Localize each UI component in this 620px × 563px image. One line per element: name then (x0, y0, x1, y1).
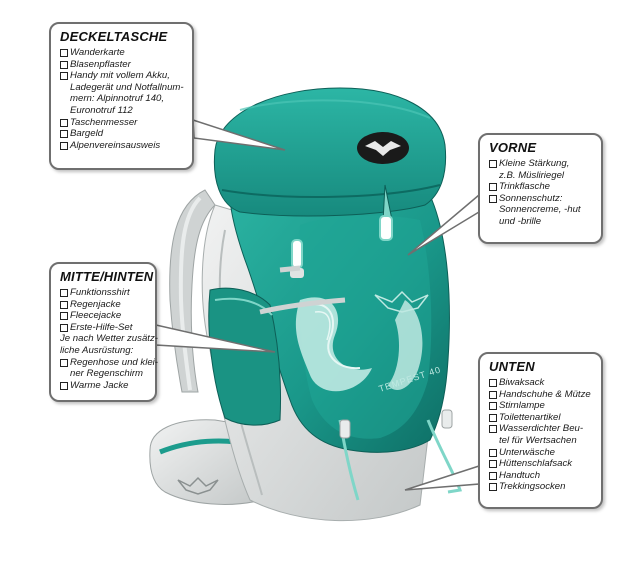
checklist-item-continuation: und -brille (499, 215, 542, 227)
checklist-item: Blasenpflaster (60, 59, 184, 71)
checklist-item: Unterwäsche (489, 447, 593, 459)
callout-title: VORNE (489, 140, 537, 155)
checklist-item: Hüttenschlafsack (489, 458, 593, 470)
callout-title: UNTEN (489, 359, 535, 374)
checklist-item: Toilettenartikel (489, 412, 593, 424)
zipper-pull-icon (379, 184, 393, 241)
checklist-item: Erste-Hilfe-Set (60, 322, 147, 334)
checklist-item: Handschuhe & Mütze (489, 389, 593, 401)
checklist-item: Funktionsshirt (60, 287, 147, 299)
checklist-item: Wasserdichter Beu- (489, 423, 593, 435)
checklist-item: Trekkingsocken (489, 481, 593, 493)
checklist-item-continuation: liche Ausrüstung: (60, 344, 134, 356)
osprey-logo-icon (357, 132, 409, 164)
checklist-item: Stirnlampe (489, 400, 593, 412)
callout-title: DECKELTASCHE (60, 29, 168, 44)
checklist-item: Regenjacke (60, 299, 147, 311)
checklist-item: Fleecejacke (60, 310, 147, 322)
checklist-item-continuation: tel für Wertsachen (499, 434, 577, 446)
checklist-item: Taschenmesser (60, 117, 184, 129)
checklist-item: Regenhose und klei- (60, 357, 158, 369)
checklist-item: Trinkflasche (489, 181, 593, 193)
checklist-item: Handtuch (489, 470, 593, 482)
callout-title: MITTE/HINTEN (60, 269, 154, 284)
checklist-item: Warme Jacke (60, 380, 147, 392)
checklist-item: Bargeld (60, 128, 184, 140)
checklist-item-continuation: Ladegerät und Notfallnum- (70, 81, 184, 93)
checklist-item-continuation: z.B. Müsliriegel (499, 169, 565, 181)
checklist-item-continuation: mern: Alpinnotruf 140, (70, 93, 165, 105)
checklist-item-continuation: Sonnencreme, -hut (499, 204, 581, 216)
checklist-item-continuation: Euronotruf 112 (70, 104, 133, 116)
lid-pocket (213, 87, 447, 217)
osprey-emblem-icon (374, 290, 429, 313)
checklist-item: Biwaksack (489, 377, 593, 389)
checklist-item-continuation: Je nach Wetter zusätz- (60, 333, 158, 345)
checklist-item: Kleine Stärkung, (489, 158, 593, 170)
checklist-item-continuation: ner Regenschirm (70, 368, 144, 380)
checklist-item: Handy mit vollem Akku, (60, 70, 184, 82)
checklist-item: Sonnenschutz: (489, 193, 593, 205)
checklist-item: Wanderkarte (60, 47, 184, 59)
checklist-item: Alpenvereinsausweis (60, 140, 184, 152)
wave-pattern (295, 297, 372, 392)
